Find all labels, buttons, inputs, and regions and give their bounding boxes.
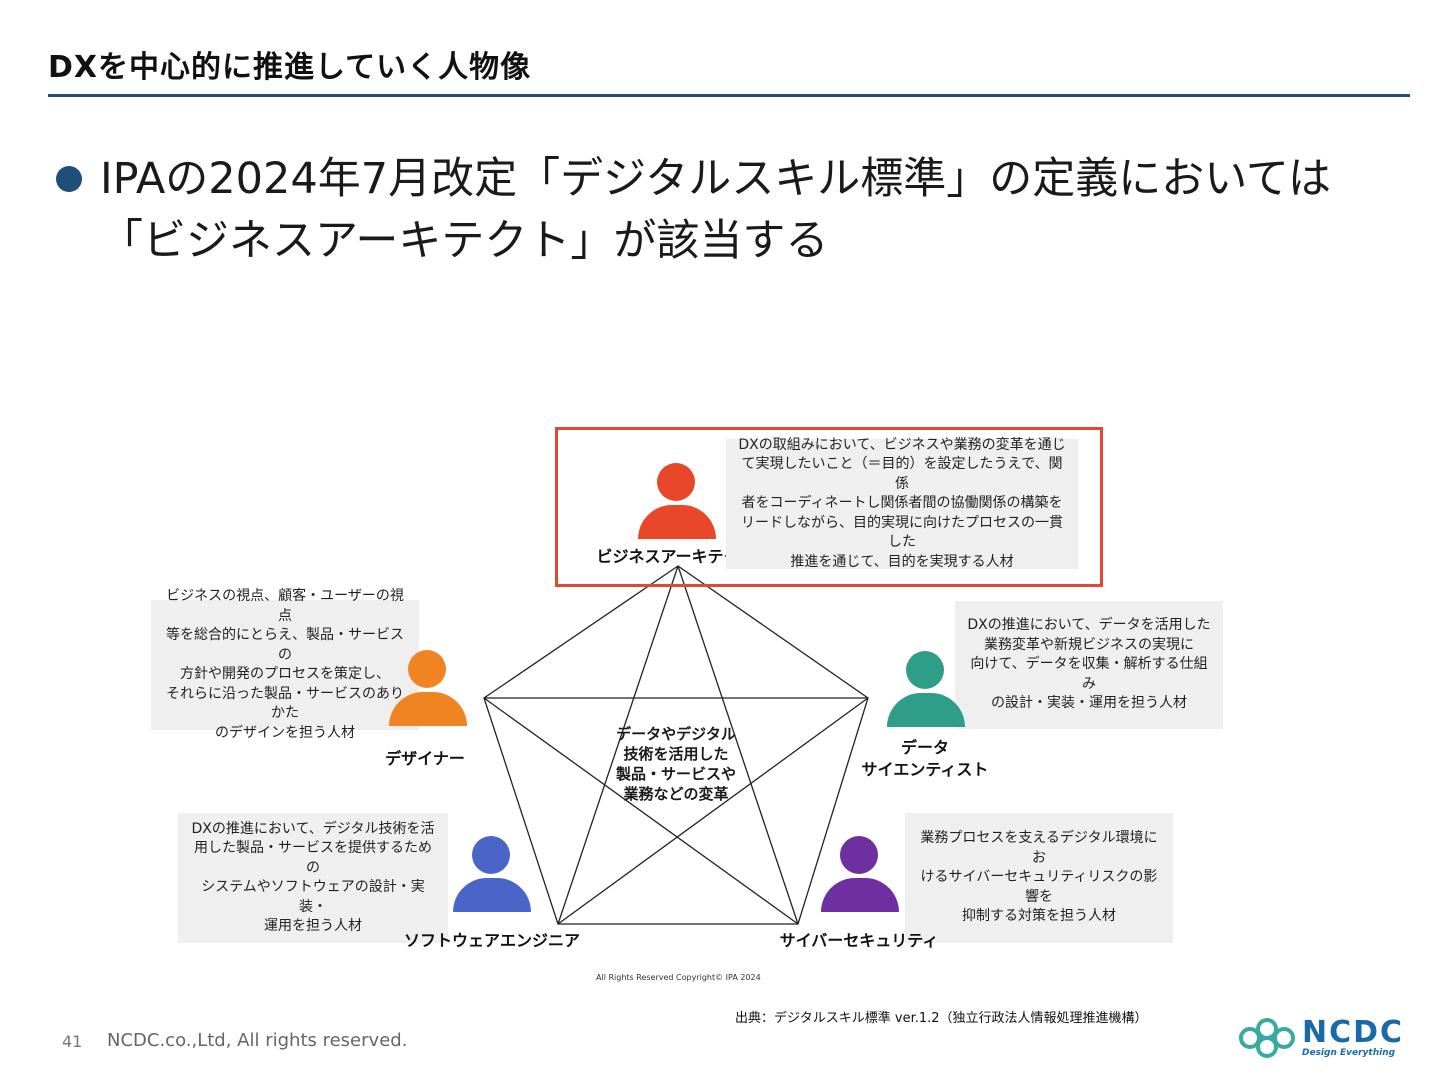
role-desc-business-architect: DXの取組みにおいて、ビジネスや業務の変革を通じ て実現したいこと（＝目的）を設…: [726, 437, 1078, 570]
star-line: [677, 565, 799, 925]
role-desc-software-engineer: DXの推進において、デジタル技術を活 用した製品・サービスを提供するための シス…: [178, 813, 448, 943]
bullet-dot-icon: [56, 166, 82, 192]
center-label: データやデジタル 技術を活用した 製品・サービスや 業務などの変革: [615, 725, 736, 803]
role-label-cyber-security: サイバーセキュリティ: [779, 931, 939, 950]
star-line: [557, 697, 869, 925]
pentagon-outline: [483, 565, 869, 925]
software-engineer-person-icon: [452, 836, 532, 912]
logo-text: NCDC: [1302, 1015, 1405, 1050]
role-label-designer: デザイナー: [385, 749, 465, 768]
bullet-text: IPAの2024年7月改定「デジタルスキル標準」の定義においては「ビジネスアーキ…: [100, 154, 1332, 266]
footer-copyright: NCDC.co.,Ltd, All rights reserved.: [107, 1030, 408, 1051]
ncdc-logo-mark-icon: [1239, 1018, 1295, 1058]
role-desc-cyber-security: 業務プロセスを支えるデジタル環境にお けるサイバーセキュリティリスクの影響を 抑…: [905, 813, 1173, 943]
role-desc-designer: ビジネスの視点、顧客・ユーザーの視点 等を総合的にとらえ、製品・サービスの 方針…: [151, 588, 419, 741]
cyber-security-person-icon: [820, 836, 900, 912]
role-label-software-engineer: ソフトウェアエンジニア: [403, 931, 580, 950]
role-label-data-scientist: データ サイエンティスト: [861, 738, 989, 779]
source-citation: 出典：デジタルスキル標準 ver.1.2（独立行政法人情報処理推進機構）: [735, 1011, 1148, 1026]
data-scientist-person-icon: [886, 651, 966, 727]
star-line: [483, 697, 799, 925]
ncdc-logo: NCDC Design Everything: [1236, 1016, 1412, 1064]
role-desc-data-scientist: DXの推進において、データを活用した 業務変革や新規ビジネスの実現に 向けて、デ…: [955, 601, 1223, 729]
title-divider: [48, 94, 1410, 97]
business-architect-highlight: [555, 427, 1103, 587]
star-line: [557, 565, 679, 925]
ipa-copyright: All Rights Reserved Copyright© IPA 2024: [596, 973, 761, 982]
business-architect-person-icon: [637, 463, 717, 539]
page-number: 41: [62, 1032, 83, 1051]
designer-person-icon: [388, 650, 468, 726]
logo-tagline: Design Everything: [1302, 1048, 1396, 1058]
slide-title: DXを中心的に推進していく人物像: [48, 50, 532, 85]
role-label-business-architect: ビジネスアーキテクト: [596, 547, 756, 566]
